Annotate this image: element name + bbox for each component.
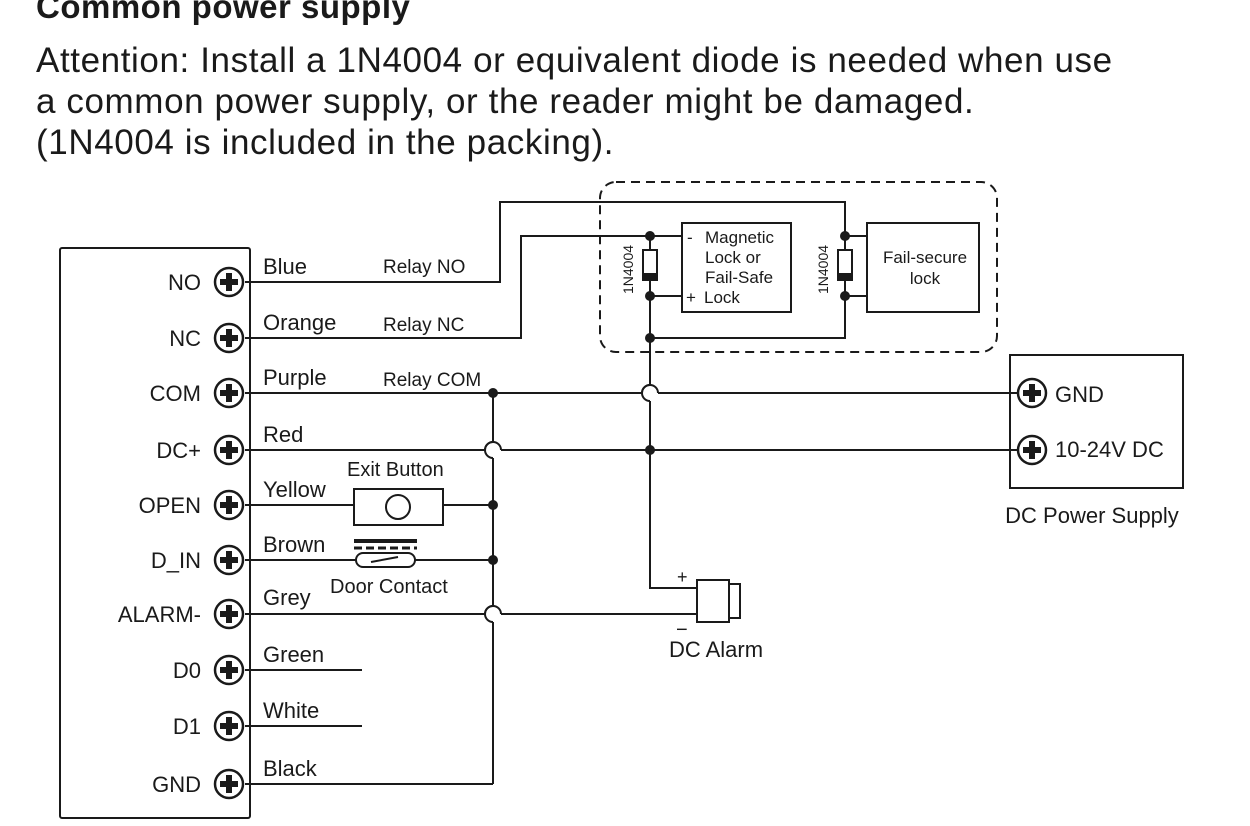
terminal-label: OPEN [139,493,201,518]
wire-crossover [641,384,651,402]
psu-caption: DC Power Supply [1005,503,1179,528]
wire-color-label: White [263,698,319,723]
alarm-minus: − [676,619,688,641]
terminal-label: ALARM- [118,602,201,627]
wire-blue [245,201,846,283]
psu-screw-icon [1016,377,1048,409]
terminal-label: D_IN [151,548,201,573]
attention-note: Attention: Install a 1N4004 or equivalen… [36,40,1236,163]
terminal-label: GND [152,772,201,797]
exit-button-label: Exit Button [347,459,444,481]
magnetic-lock-box [681,222,792,313]
wire-color-label: Red [263,422,303,447]
mag-lock-text: Fail-Safe [705,268,773,287]
alarm-caption: DC Alarm [669,637,763,662]
mag-lock-text: Magnetic [705,228,774,247]
diode-label-left: 1N4004 [620,245,636,294]
terminal-screw-icon [213,544,245,576]
wire-color-label: Purple [263,365,327,390]
relay-nc-label: Relay NC [383,315,464,336]
wire-color-label: Blue [263,254,307,279]
terminal-screw-icon [213,768,245,800]
psu-screw-icon [1016,434,1048,466]
alarm-horn [729,583,741,619]
wire-color-label: Orange [263,310,336,335]
terminal-screw-icon [213,598,245,630]
diode-left [642,249,658,281]
relay-com-label: Relay COM [383,370,481,391]
alarm-plus: + [677,567,688,587]
exit-button-box [353,488,444,526]
fail-secure-lock-box [866,222,980,313]
terminal-screw-icon [213,322,245,354]
reader-panel [59,247,251,819]
terminal-screw-icon [213,377,245,409]
terminal-label: NC [169,326,201,351]
terminal-label: NO [168,270,201,295]
mag-lock-plus: + [686,288,696,307]
terminal-label: D1 [173,714,201,739]
terminal-screw-icon [213,266,245,298]
junction-dots [488,231,850,565]
door-contact-label: Door Contact [330,576,448,598]
wire-color-label: Grey [263,585,311,610]
psu-vdc-label: 10-24V DC [1055,437,1164,462]
terminal-screw-icon [213,434,245,466]
terminal-screw-icon [213,654,245,686]
wire-color-label: Yellow [263,477,326,502]
door-contact-symbol [354,539,417,568]
mag-lock-minus: - [687,228,693,247]
mag-lock-text: Lock [704,288,740,307]
terminal-label: COM [150,381,201,406]
attention-line: Attention: Install a 1N4004 or equivalen… [36,41,1113,80]
power-supply-box [1009,354,1184,489]
wire-lock-return [649,296,846,339]
exit-button-circle [385,494,411,520]
wire-color-label: Green [263,642,324,667]
diode-label-right: 1N4004 [815,245,831,294]
fail-secure-text: Fail-secure [883,248,967,267]
alarm-body [696,579,730,623]
section-heading: Common power supply [36,0,411,25]
wire-color-label: Black [263,756,318,781]
terminal-screw-icon [213,489,245,521]
fail-secure-text: lock [910,269,941,288]
diode-right [837,249,853,281]
mag-lock-text: Lock or [705,248,761,267]
attention-line: a common power supply, or the reader mig… [36,82,975,121]
lock-enclosure [599,181,998,353]
wire-orange [245,235,682,339]
wire-color-label: Brown [263,532,325,557]
relay-no-label: Relay NO [383,257,465,278]
psu-gnd-label: GND [1055,382,1104,407]
terminal-label: D0 [173,658,201,683]
wire-crossover [484,441,494,459]
wire-alarm-plus [649,401,697,589]
terminal-label: DC+ [156,438,201,463]
wire-crossover [484,605,502,615]
attention-line: (1N4004 is included in the packing). [36,123,615,162]
terminal-screw-icon [213,710,245,742]
